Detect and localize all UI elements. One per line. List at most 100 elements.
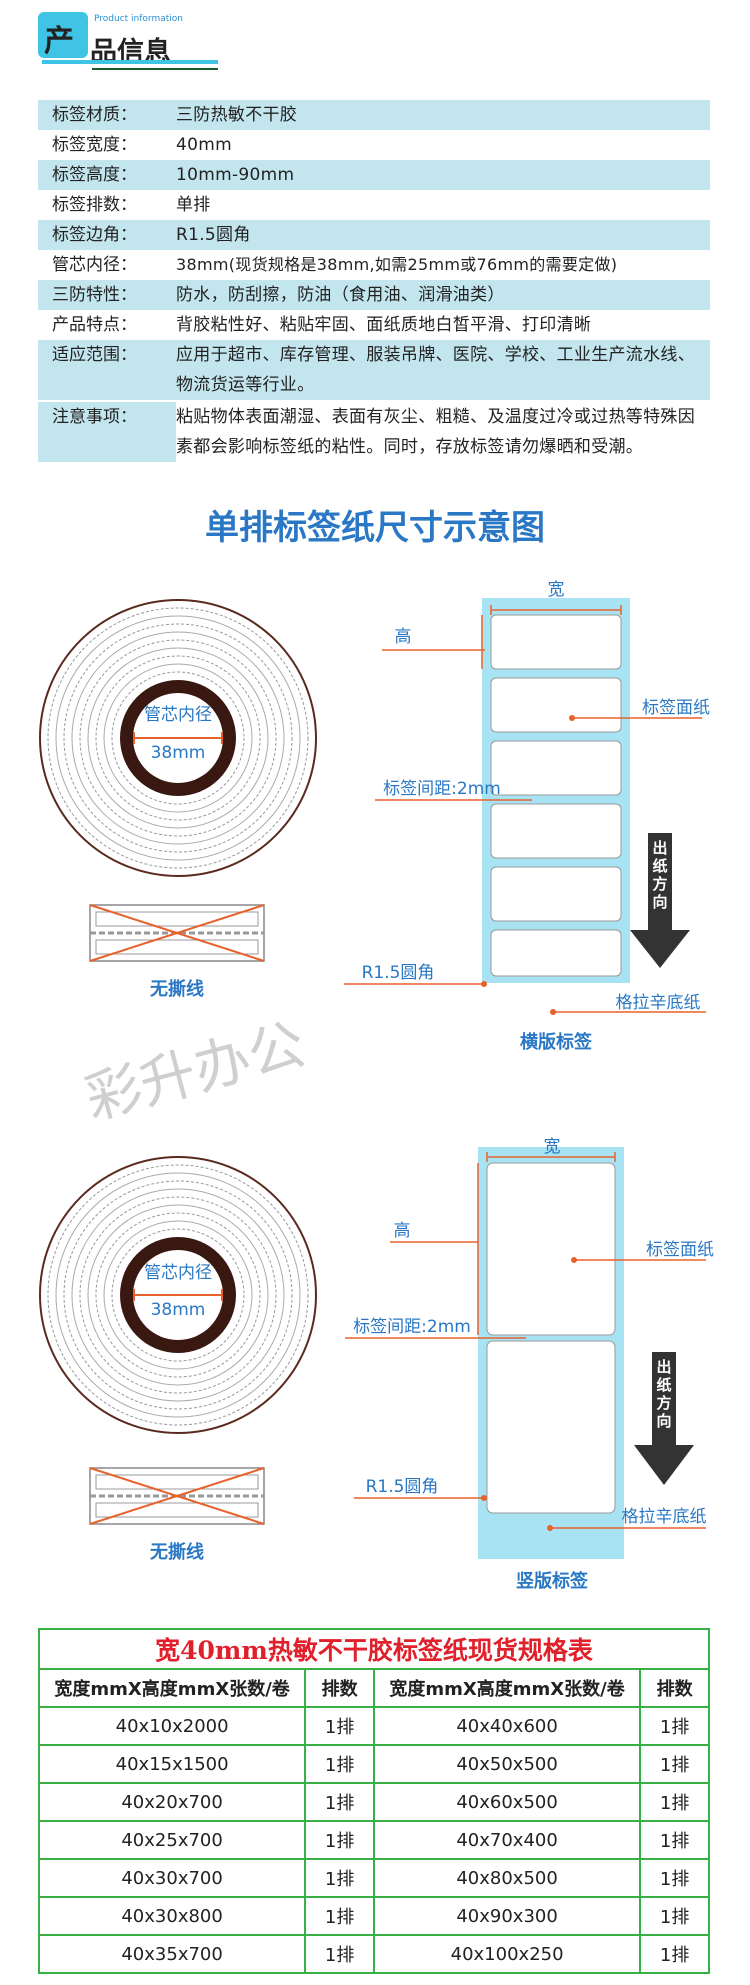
table-cell: 1排: [304, 1896, 375, 1936]
table-cell: 40x25x700: [37, 1820, 307, 1860]
table-cell: 40x40x600: [372, 1706, 642, 1746]
spec-value: 单排: [176, 195, 211, 215]
corner-label: R1.5圆角: [362, 963, 435, 983]
spec-key: 三防特性：: [52, 285, 137, 305]
spec-row: 产品特点： 背胶粘性好、粘贴牢固、面纸质地白皙平滑、打印清晰: [38, 310, 710, 340]
table-cell: 1排: [639, 1820, 710, 1860]
direction-char: 出: [656, 1358, 671, 1376]
spec-row: 管芯内径： 38mm(现货规格是38mm,如需25mm或76mm的需要定做): [38, 250, 710, 280]
spec-row: 标签排数：单排: [38, 190, 710, 220]
col-header: 宽度mmX高度mmX张数/卷: [372, 1668, 642, 1708]
feed-direction-arrow-icon: 出 纸 方 向: [630, 833, 690, 968]
direction-char: 向: [652, 893, 667, 911]
spec-row: 标签高度： 10mm-90mm: [38, 160, 710, 190]
header-badge: [38, 12, 88, 58]
header-icon-char: 产: [44, 24, 74, 59]
header-underline: [42, 60, 218, 64]
table-cell: 1排: [639, 1782, 710, 1822]
watermark: 彩升办公: [79, 1012, 312, 1133]
feed-direction-arrow-icon: 出 纸 方 向: [634, 1352, 694, 1485]
spec-key: 管芯内径：: [52, 255, 137, 275]
col-header: 宽度mmX高度mmX张数/卷: [37, 1668, 307, 1708]
face-paper-label: 标签面纸: [642, 698, 710, 718]
table-cell: 40x90x300: [372, 1896, 642, 1936]
table-cell: 40x35x700: [37, 1934, 307, 1974]
gap-label: 标签间距:2mm: [383, 779, 501, 799]
table-cell: 1排: [304, 1858, 375, 1898]
spec-list: 标签材质：三防热敏不干胶 标签宽度：40mm 标签高度：10mm-90mm 标签…: [38, 100, 710, 462]
spec-value: R1.5圆角: [176, 225, 251, 245]
table-cell: 1排: [639, 1744, 710, 1784]
table-cell: 40x30x700: [37, 1858, 307, 1898]
width-label: 宽: [548, 580, 565, 600]
spec-row: 三防特性：防水，防刮擦，防油（食用油、润滑油类）: [38, 280, 710, 310]
gap-label: 标签间距:2mm: [353, 1317, 471, 1337]
width-label: 宽: [544, 1137, 561, 1157]
header-underline-dark: [92, 68, 218, 70]
table-cell: 1排: [639, 1934, 710, 1974]
core-label: 管芯内径: [144, 705, 212, 725]
spec-value: 粘贴物体表面潮湿、表面有灰尘、粗糙、及温度过冷或过热等特殊因素都会影响标签纸的粘…: [176, 407, 695, 457]
spec-key: 适应范围：: [52, 345, 137, 365]
diagram-title: 单排标签纸尺寸示意图: [205, 508, 545, 548]
label-roll-top: 管芯内径 38mm: [39, 599, 317, 877]
spec-key: 标签材质：: [52, 105, 137, 125]
table-cell: 1排: [639, 1706, 710, 1746]
table-cell: 1排: [639, 1858, 710, 1898]
no-tear-illustration-top: [89, 904, 265, 962]
table-cell: 1排: [304, 1744, 375, 1784]
no-tear-label: 无撕线: [150, 1541, 204, 1563]
direction-char: 方: [656, 1394, 671, 1412]
table-title: 宽40mm热敏不干胶标签纸现货规格表: [38, 1628, 710, 1670]
spec-row: 标签材质： 三防热敏不干胶: [38, 100, 710, 130]
height-label: 高: [394, 1221, 411, 1241]
table-cell: 40x80x500: [372, 1858, 642, 1898]
table-cell: 40x30x800: [37, 1896, 307, 1936]
direction-char: 方: [652, 875, 667, 893]
horizontal-caption: 横版标签: [520, 1031, 593, 1053]
table-cell: 40x100x250: [372, 1934, 642, 1974]
horizontal-label-strip: [482, 598, 630, 983]
table-header-row: 宽度mmX高度mmX张数/卷 排数 宽度mmX高度mmX张数/卷 排数: [37, 1668, 710, 1708]
table-cell: 40x70x400: [372, 1820, 642, 1860]
direction-char: 出: [652, 839, 667, 857]
height-label: 高: [395, 627, 412, 647]
core-value: 38mm: [151, 1300, 206, 1320]
spec-key: 标签高度：: [52, 165, 137, 185]
no-tear-label: 无撕线: [150, 978, 204, 1000]
spec-value: 背胶粘性好、粘贴牢固、面纸质地白皙平滑、打印清晰: [176, 315, 592, 335]
spec-value: 应用于超市、库存管理、服装吊牌、医院、学校、工业生产流水线、物流货运等行业。: [176, 345, 695, 395]
spec-value: 三防热敏不干胶: [176, 105, 298, 125]
table-cell: 1排: [304, 1782, 375, 1822]
col-header: 排数: [304, 1668, 375, 1708]
spec-value: 38mm(现货规格是38mm,如需25mm或76mm的需要定做): [176, 255, 618, 274]
spec-row: 适应范围： 应用于超市、库存管理、服装吊牌、医院、学校、工业生产流水线、物流货运等…: [38, 340, 710, 400]
table-cell: 1排: [304, 1934, 375, 1974]
table-cell: 40x50x500: [372, 1744, 642, 1784]
liner-label: 格拉辛底纸: [622, 1507, 707, 1527]
header-subtitle: Product information: [94, 14, 183, 24]
table-cell: 1排: [639, 1896, 710, 1936]
vertical-caption: 竖版标签: [516, 1570, 589, 1592]
face-paper-label: 标签面纸: [646, 1240, 714, 1260]
table-cell: 40x10x2000: [37, 1706, 307, 1746]
spec-key: 标签边角：: [52, 225, 137, 245]
spec-key: 产品特点：: [52, 315, 137, 335]
spec-row: 注意事项：粘贴物体表面潮湿、表面有灰尘、粗糙、及温度过冷或过热等特殊因素都会影响…: [38, 402, 710, 462]
core-value: 38mm: [151, 743, 206, 763]
spec-row: 标签边角： R1.5圆角: [38, 220, 710, 250]
spec-key: 标签宽度：: [52, 135, 137, 155]
spec-value: 10mm-90mm: [176, 165, 295, 185]
spec-key: 注意事项：: [38, 402, 176, 462]
core-label: 管芯内径: [144, 1263, 212, 1283]
spec-table: 宽40mm热敏不干胶标签纸现货规格表 宽度mmX高度mmX张数/卷 排数 宽度m…: [37, 1628, 710, 1974]
direction-char: 纸: [656, 1376, 671, 1394]
table-cell: 1排: [304, 1706, 375, 1746]
direction-char: 纸: [652, 857, 667, 875]
table-cell: 40x20x700: [37, 1782, 307, 1822]
